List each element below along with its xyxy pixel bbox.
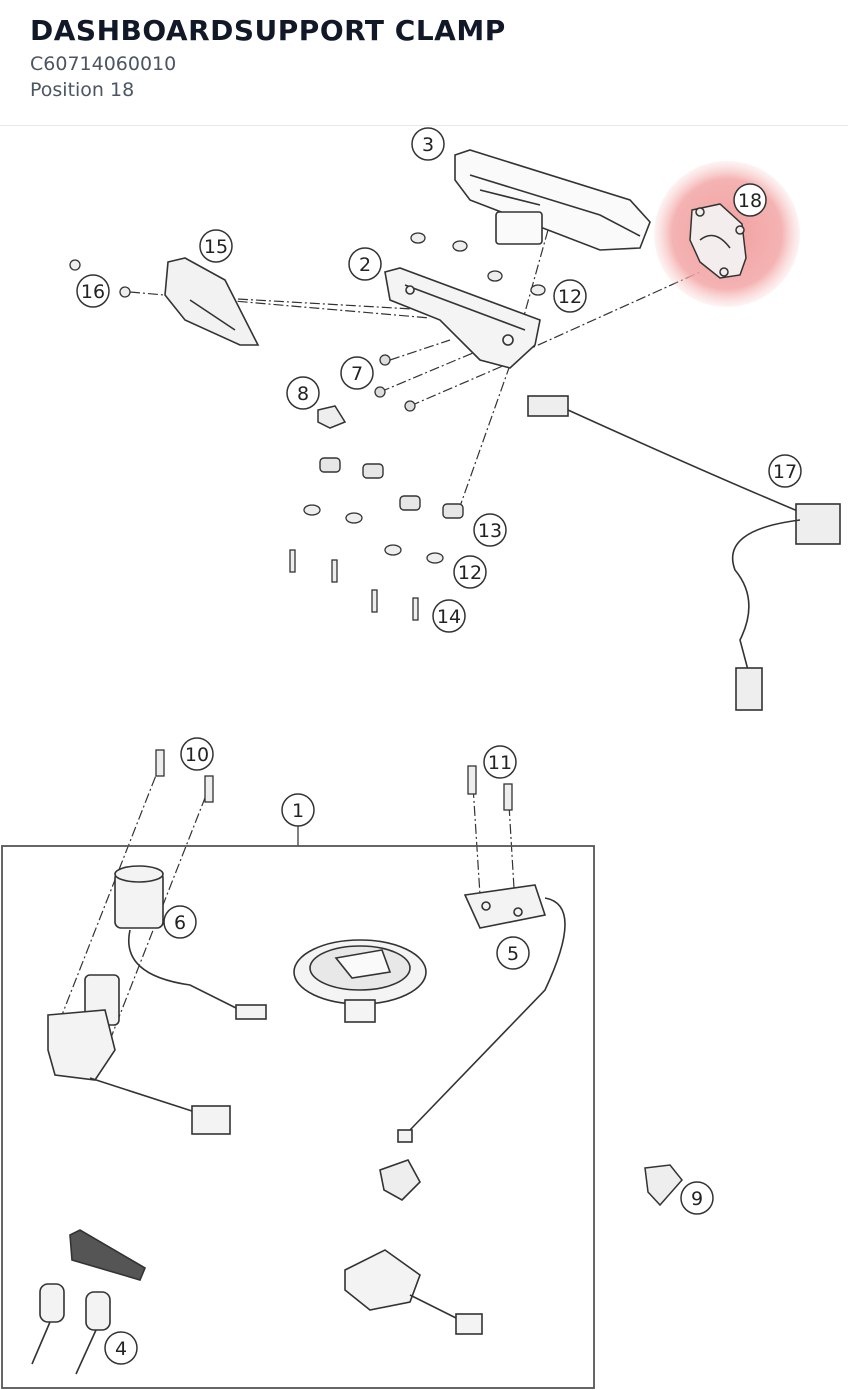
part-18-clamp[interactable]: [689, 203, 747, 279]
control-unit: [344, 1249, 483, 1335]
part-17-cable: [527, 395, 841, 711]
callout-17-label: 17: [773, 461, 797, 483]
callout-12a-label: 12: [558, 286, 582, 308]
part-9-bracket: [644, 1164, 683, 1207]
part-15-cover: [164, 257, 260, 346]
part-12-grommets-top: [410, 232, 546, 296]
fuel-cap: [293, 939, 427, 1023]
part-16-nuts: [69, 259, 131, 298]
part-2-bracket: [384, 267, 541, 369]
part-8-clip: [317, 405, 347, 429]
callout-15-label: 15: [204, 236, 228, 258]
callout-3[interactable]: [411, 127, 445, 161]
part-3-dashboard: [454, 149, 651, 251]
part-5-sensor: [397, 884, 566, 1143]
callouts: [76, 127, 802, 1365]
callout-10[interactable]: [180, 737, 214, 771]
callout-2-label: 2: [359, 254, 371, 276]
callout-15[interactable]: [199, 229, 233, 263]
part-position: Position 18: [30, 79, 135, 101]
callout-8[interactable]: [286, 376, 320, 410]
part-4-keys: [31, 1229, 147, 1375]
callout-7[interactable]: [340, 356, 374, 390]
callout-10-label: 10: [185, 744, 209, 766]
part-12-grommets-bottom: [303, 504, 444, 564]
part-6-cylinder: [114, 865, 267, 1020]
callout-11-label: 11: [488, 752, 512, 774]
callout-3-label: 3: [422, 134, 434, 156]
exploded-parts-diagram: 3 18 15 2 16 12 7 8 17 13 12 14 10 11 1 …: [1, 127, 841, 1389]
part-14-bolts: [289, 549, 419, 621]
callout-labels: 3 18 15 2 16 12 7 8 17 13 12 14 10 11 1 …: [81, 134, 797, 1360]
callout-12b[interactable]: [453, 555, 487, 589]
callout-1-label: 1: [292, 800, 304, 822]
lock-latch: [379, 1159, 421, 1201]
callout-14[interactable]: [432, 599, 466, 633]
callout-6-label: 6: [174, 912, 186, 934]
callout-4[interactable]: [104, 1331, 138, 1365]
part-13-rubbers: [319, 457, 464, 519]
callout-9[interactable]: [680, 1181, 714, 1215]
callout-9-label: 9: [691, 1188, 703, 1210]
part-title: DASHBOARDSUPPORT CLAMP: [30, 14, 506, 47]
part-header: DASHBOARDSUPPORT CLAMP C60714060010 Posi…: [0, 0, 848, 126]
callout-6[interactable]: [163, 905, 197, 939]
callout-16[interactable]: [76, 274, 110, 308]
callout-2[interactable]: [348, 247, 382, 281]
callout-4-label: 4: [115, 1338, 127, 1360]
callout-1[interactable]: [281, 793, 315, 827]
part-number: C60714060010: [30, 53, 177, 75]
callout-11[interactable]: [483, 745, 517, 779]
ignition-switch: [47, 974, 231, 1135]
part-10-bolts: [155, 749, 214, 803]
callout-8-label: 8: [297, 383, 309, 405]
callout-5-label: 5: [507, 943, 519, 965]
callout-18-label: 18: [738, 190, 762, 212]
callout-16-label: 16: [81, 281, 105, 303]
callout-14-label: 14: [437, 606, 461, 628]
callout-17[interactable]: [768, 454, 802, 488]
callout-12a[interactable]: [553, 279, 587, 313]
part-7-screws: [374, 354, 416, 412]
callout-7-label: 7: [351, 363, 363, 385]
callout-5[interactable]: [496, 936, 530, 970]
callout-18[interactable]: [733, 183, 767, 217]
callout-13-label: 13: [478, 520, 502, 542]
callout-13[interactable]: [473, 513, 507, 547]
part-11-bolts: [467, 765, 513, 811]
callout-12b-label: 12: [458, 562, 482, 584]
